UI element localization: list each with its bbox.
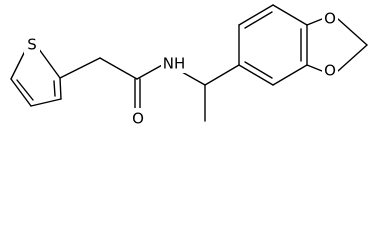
bond-ar6-ar1 — [238, 64, 274, 86]
bond-c5-c4-inner — [16, 79, 34, 101]
thiophene-ring — [10, 44, 62, 107]
bond-c3-c2 — [59, 77, 62, 100]
bond-o-bottom-ch2 — [337, 44, 368, 72]
bond-carbonyl-nitrogen — [136, 63, 165, 80]
amide-nitrogen-label: NH — [163, 55, 186, 73]
bond-c5-c4 — [10, 78, 32, 107]
atom-labels: S O NH O O — [24, 8, 338, 128]
bond-c3-c2-inner — [53, 80, 56, 97]
bond-ar2-ar3 — [238, 4, 274, 26]
bond-ch2-carbonyl — [99, 57, 138, 80]
bond-ar3-ar4 — [272, 4, 308, 26]
bond-ar5-o-bottom — [306, 64, 323, 72]
bond-ar6-ar1-inner — [244, 61, 273, 79]
sulfur-atom-label: S — [27, 36, 37, 54]
bond-o-top-ch2 — [337, 18, 368, 46]
acetamide-chain — [59, 57, 240, 122]
chemical-structure-diagram: S O NH O O — [10, 4, 368, 128]
bond-ar5-ar6 — [272, 64, 308, 86]
bond-c4-c3 — [30, 98, 62, 107]
benzodioxole-ring — [238, 4, 368, 86]
bond-nitrogen-ch — [181, 71, 206, 86]
bond-ar2-ar3-inner — [244, 11, 273, 29]
dioxole-oxygen-top-label: O — [324, 10, 336, 28]
bond-ar4-o-top — [306, 18, 323, 26]
bond-c2-ch2 — [59, 57, 101, 79]
dioxole-oxygen-bottom-label: O — [324, 62, 336, 80]
carbonyl-oxygen-label: O — [132, 110, 144, 128]
bond-ch-aryl — [204, 64, 240, 86]
